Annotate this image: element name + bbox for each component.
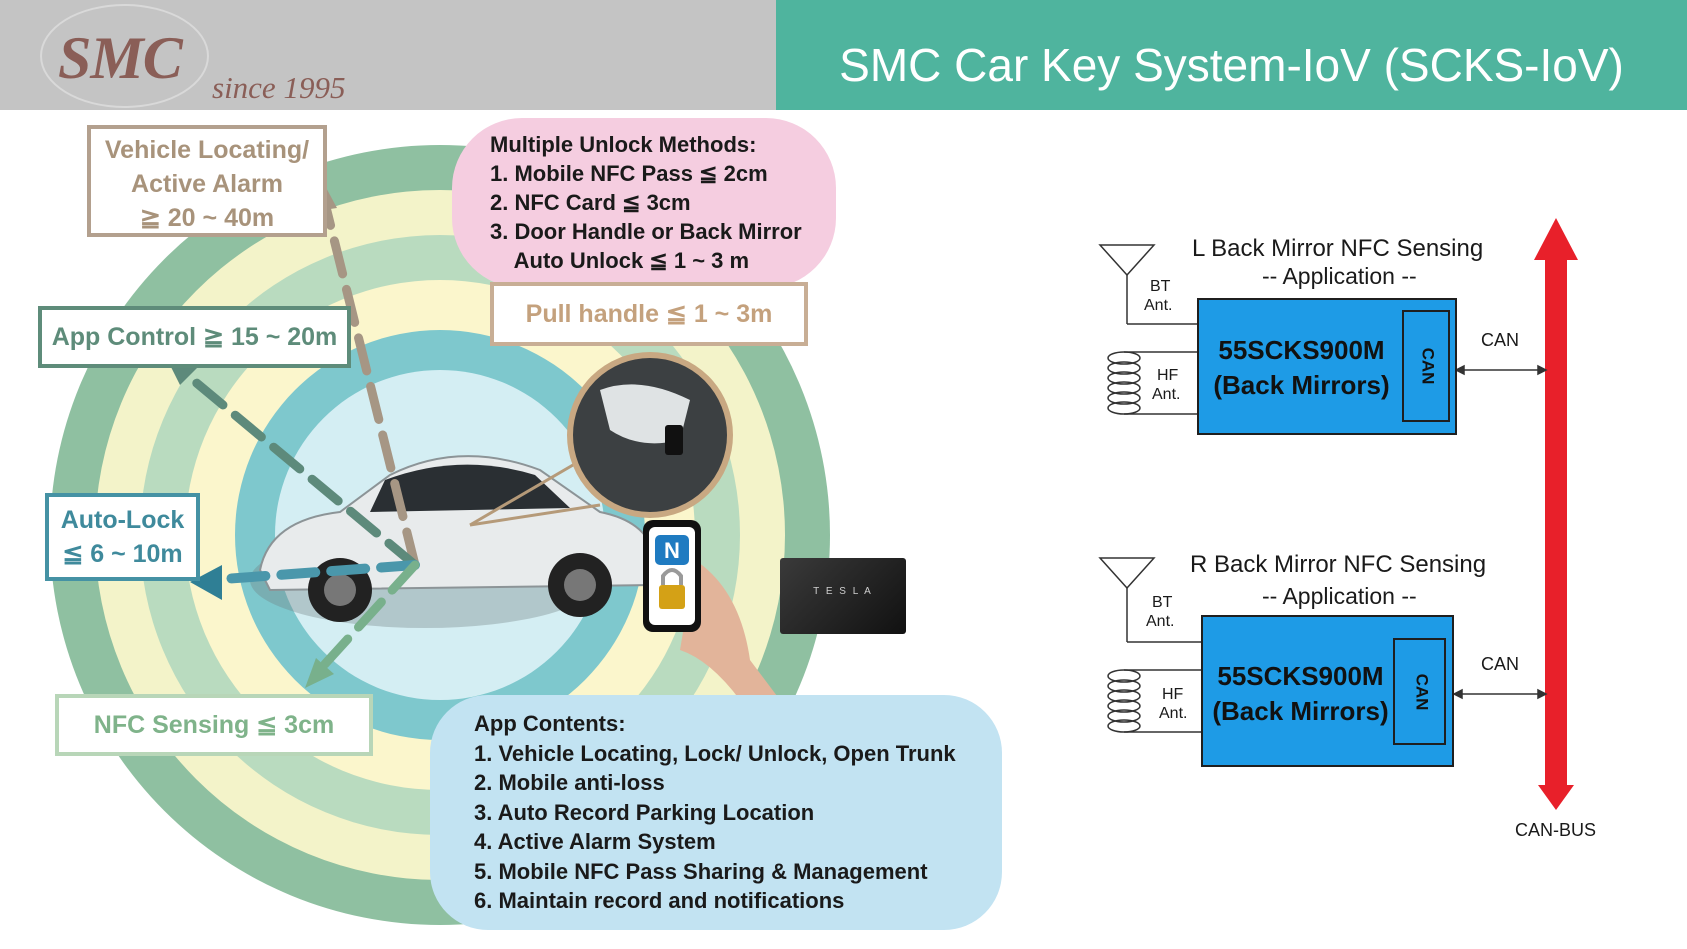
app-control-label: App Control ≧ 15 ~ 20m — [38, 306, 351, 368]
right-module-desc: (Back Mirrors) — [1212, 696, 1389, 726]
can-block-diagram — [1098, 218, 1578, 810]
vehicle-locating-line-3: ≧ 20 ~ 40m — [139, 204, 275, 232]
left-mirror-title: L Back Mirror NFC Sensing — [1192, 235, 1484, 262]
left-mirror-module: 55SCKS900M (Back Mirrors) CAN — [1197, 298, 1457, 435]
unlock-method-item: 1. Mobile NFC Pass ≦ 2cm — [490, 161, 768, 186]
car-image — [250, 455, 657, 628]
app-content-item: 1. Vehicle Locating, Lock/ Unlock, Open … — [474, 740, 956, 766]
vehicle-locating-label: Vehicle Locating/ Active Alarm ≧ 20 ~ 40… — [87, 125, 327, 237]
right-hf-label-1: HF — [1162, 686, 1184, 703]
right-mirror-title: R Back Mirror NFC Sensing — [1190, 551, 1487, 578]
app-contents-title: App Contents: — [474, 711, 626, 736]
hf-coil-icon — [1107, 669, 1201, 733]
header-title-panel — [776, 0, 1687, 110]
hf-coil-icon — [1107, 351, 1198, 415]
unlock-methods-bubble: Multiple Unlock Methods: 1. Mobile NFC P… — [452, 118, 836, 288]
pull-handle-label: Pull handle ≦ 1 ~ 3m — [490, 282, 808, 346]
right-mirror-subtitle: -- Application -- — [1262, 583, 1417, 609]
phone-image: N — [643, 520, 780, 700]
app-content-item: 4. Active Alarm System — [474, 829, 716, 854]
mirror-inset-image — [469, 352, 733, 527]
app-contents-bubble: App Contents: 1. Vehicle Locating, Lock/… — [430, 695, 1002, 930]
right-can-block: CAN — [1393, 638, 1446, 745]
right-can-link-label: CAN — [1481, 654, 1520, 674]
right-mirror-module: 55SCKS900M (Back Mirrors) CAN — [1201, 615, 1454, 767]
page-title: SMC Car Key System-IoV (SCKS-IoV) — [839, 39, 1624, 91]
unlock-method-item: 3. Door Handle or Back Mirror — [490, 219, 802, 244]
unlock-method-item: Auto Unlock ≦ 1 ~ 3 m — [490, 248, 750, 273]
app-content-item: 2. Mobile anti-loss — [474, 770, 665, 795]
can-link-arrow — [1454, 364, 1548, 376]
left-module-model: 55SCKS900M — [1218, 335, 1385, 365]
auto-lock-line-1: Auto-Lock — [60, 506, 185, 534]
right-can-block-label: CAN — [1412, 673, 1432, 711]
left-can-block-label: CAN — [1418, 347, 1438, 385]
svg-text:N: N — [664, 538, 680, 563]
left-hf-label-1: HF — [1157, 367, 1179, 384]
company-logo: SMC — [58, 25, 183, 91]
card-brand: T E S L A — [813, 586, 873, 597]
right-hf-label-2: Ant. — [1159, 705, 1188, 722]
since-tagline: since 1995 — [212, 70, 346, 105]
bt-antenna-icon — [1098, 244, 1198, 325]
left-mirror-subtitle: -- Application -- — [1262, 263, 1417, 289]
right-bt-label-2: Ant. — [1146, 613, 1175, 630]
bt-antenna-icon — [1098, 557, 1201, 643]
left-can-link-label: CAN — [1481, 330, 1520, 350]
right-bt-label-1: BT — [1152, 594, 1173, 611]
vehicle-locating-line-2: Active Alarm — [131, 170, 283, 198]
can-link-arrow — [1452, 688, 1548, 700]
unlock-methods-title: Multiple Unlock Methods: — [490, 132, 757, 157]
vehicle-locating-line-1: Vehicle Locating/ — [104, 136, 310, 164]
app-content-item: 5. Mobile NFC Pass Sharing & Management — [474, 858, 928, 884]
auto-lock-label: Auto-Lock ≦ 6 ~ 10m — [45, 493, 200, 581]
left-can-block: CAN — [1402, 310, 1450, 422]
app-content-item: 3. Auto Record Parking Location — [474, 799, 815, 825]
can-bus-arrow — [1534, 218, 1578, 810]
left-bt-label-1: BT — [1150, 278, 1171, 295]
can-bus-label: CAN-BUS — [1515, 820, 1597, 840]
unlock-method-item: 2. NFC Card ≦ 3cm — [490, 190, 691, 215]
auto-lock-line-2: ≦ 6 ~ 10m — [62, 540, 183, 568]
left-bt-label-2: Ant. — [1144, 297, 1173, 314]
nfc-card-image: T E S L A — [780, 558, 906, 634]
left-hf-label-2: Ant. — [1152, 386, 1181, 403]
globe-icon — [40, 4, 209, 108]
right-module-model: 55SCKS900M — [1217, 661, 1384, 691]
nfc-sensing-label: NFC Sensing ≦ 3cm — [55, 694, 373, 756]
app-content-item: 6. Maintain record and notifications — [474, 888, 845, 913]
left-module-desc: (Back Mirrors) — [1213, 370, 1390, 400]
